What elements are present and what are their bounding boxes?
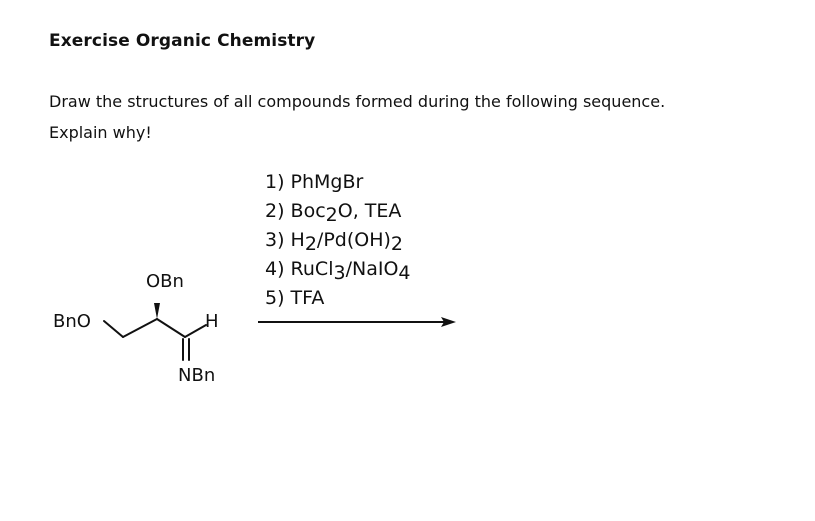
- bond-c3-ch-h: [184, 324, 207, 338]
- bond-o-ch2: [103, 320, 124, 338]
- condition-4: 4) RuCl3/NaIO4: [265, 258, 411, 284]
- instruction-line-1: Draw the structures of all compounds for…: [49, 92, 666, 111]
- bond-c2-c3: [156, 318, 186, 338]
- wedge-bond: [154, 303, 160, 319]
- condition-1: 1) PhMgBr: [265, 171, 364, 193]
- instruction-line-2: Explain why!: [49, 123, 152, 142]
- condition-3: 3) H2/Pd(OH)2: [265, 229, 403, 255]
- arrow-head-icon: [441, 317, 456, 327]
- molecule-structure: [103, 318, 207, 361]
- top-group-label: OBn: [146, 271, 184, 292]
- reaction-conditions: 1) PhMgBr 2) Boc2O, TEA 3) H2/Pd(OH)2 4)…: [265, 171, 411, 309]
- page-title: Exercise Organic Chemistry: [49, 31, 316, 51]
- imine-group-label: NBn: [178, 365, 215, 386]
- aldehyde-h-label: H: [205, 311, 219, 332]
- condition-5: 5) TFA: [265, 287, 324, 309]
- reaction-arrow: [258, 317, 456, 327]
- condition-2: 2) Boc2O, TEA: [265, 200, 401, 226]
- left-group-label: BnO: [53, 311, 91, 332]
- bond-ch2-c2: [122, 318, 158, 338]
